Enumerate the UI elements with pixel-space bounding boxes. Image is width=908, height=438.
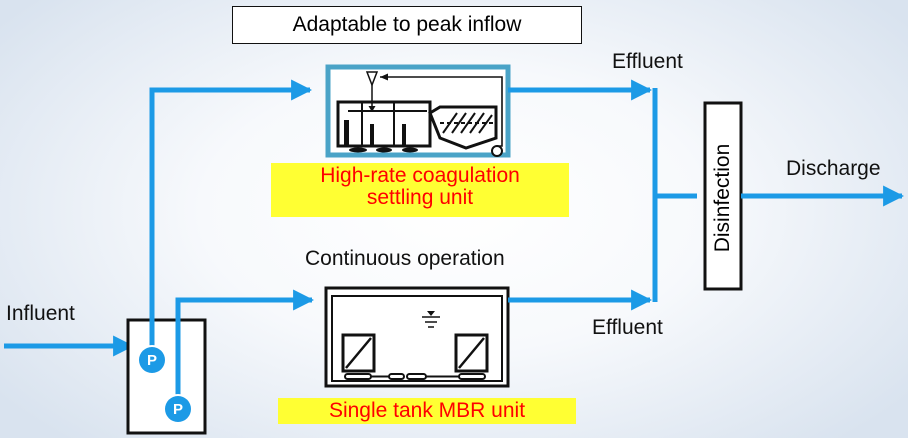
sludge-pump-icon	[491, 145, 503, 157]
peak-inflow-note-text: Adaptable to peak inflow	[292, 13, 522, 36]
pump-well	[126, 318, 207, 435]
peak-inflow-note: Adaptable to peak inflow	[232, 6, 582, 44]
high-rate-unit-label-line1: High-rate coagulation	[320, 164, 520, 187]
dosing-funnel-icon	[365, 71, 379, 88]
mbr-unit-label: Single tank MBR unit	[278, 398, 576, 424]
mbr-unit-icon	[324, 286, 510, 388]
disinfection-label: Disinfection	[711, 143, 734, 253]
effluent-label-top: Effluent	[612, 50, 683, 73]
aeration-diffuser-icon	[344, 373, 486, 380]
pipe-to-mbr	[175, 289, 315, 400]
pump-icon-upper: P	[139, 347, 165, 373]
high-rate-unit-label: High-rate coagulation settling unit	[271, 163, 569, 217]
pipe-to-high-rate	[149, 79, 313, 346]
settling-plates-icon	[440, 112, 494, 134]
membrane-module-icon	[454, 333, 489, 373]
high-rate-unit-icon	[325, 64, 511, 158]
pump-icon-lower: P	[165, 396, 191, 422]
influent-label: Influent	[6, 302, 75, 325]
high-rate-unit-label-line2: settling unit	[366, 186, 474, 209]
continuous-operation-label: Continuous operation	[305, 247, 505, 270]
discharge-label: Discharge	[786, 157, 881, 180]
effluent-label-bottom: Effluent	[592, 316, 663, 339]
membrane-module-icon	[341, 333, 376, 373]
recycle-line	[380, 76, 503, 147]
disinfection-box	[703, 101, 743, 291]
water-level-icon	[422, 316, 440, 328]
